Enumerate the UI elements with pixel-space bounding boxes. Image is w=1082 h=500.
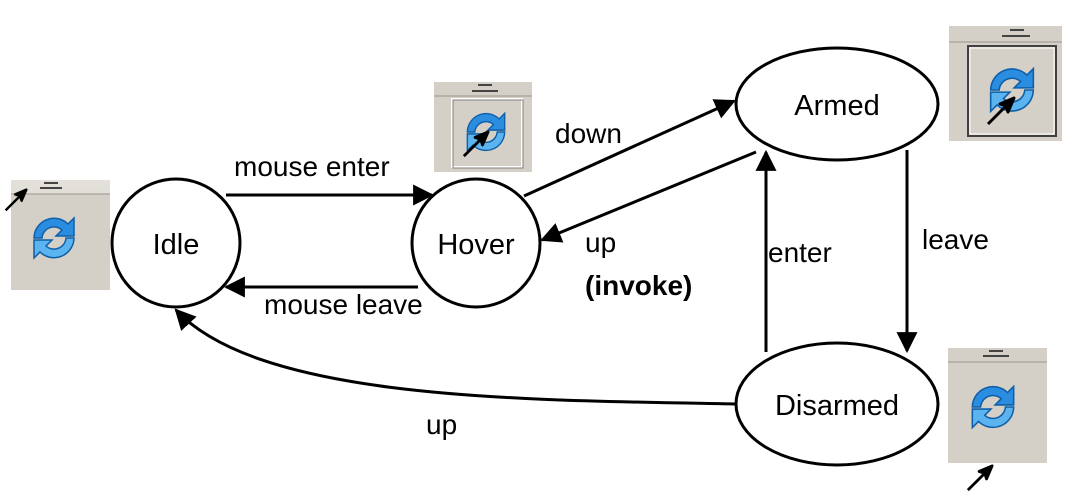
label-leave: leave (922, 224, 989, 255)
label-up: up (426, 409, 457, 440)
state-idle: Idle (110, 177, 242, 309)
refresh-button-hover-icon (434, 82, 532, 172)
refresh-button-idle-icon (4, 180, 110, 290)
state-idle-label: Idle (153, 229, 200, 261)
state-disarmed: Disarmed (734, 341, 940, 467)
state-hover: Hover (410, 177, 542, 309)
refresh-button-armed-icon (949, 26, 1062, 141)
edge-up-invoke (540, 150, 757, 243)
state-disarmed-label: Disarmed (775, 390, 899, 422)
state-armed-label: Armed (794, 90, 879, 122)
label-mouse-leave: mouse leave (264, 289, 423, 320)
refresh-button-disarmed-icon (948, 348, 1047, 463)
state-armed: Armed (734, 46, 940, 162)
label-enter: enter (768, 237, 832, 268)
edge-up (174, 308, 737, 406)
state-hover-label: Hover (437, 229, 515, 261)
label-up-invoke-line2: (invoke) (585, 270, 692, 301)
edge-down (523, 99, 736, 198)
label-down: down (555, 118, 622, 149)
label-up-invoke-line1: up (585, 227, 616, 258)
cursor-arrow-icon (966, 464, 994, 492)
label-mouse-enter: mouse enter (234, 151, 390, 182)
